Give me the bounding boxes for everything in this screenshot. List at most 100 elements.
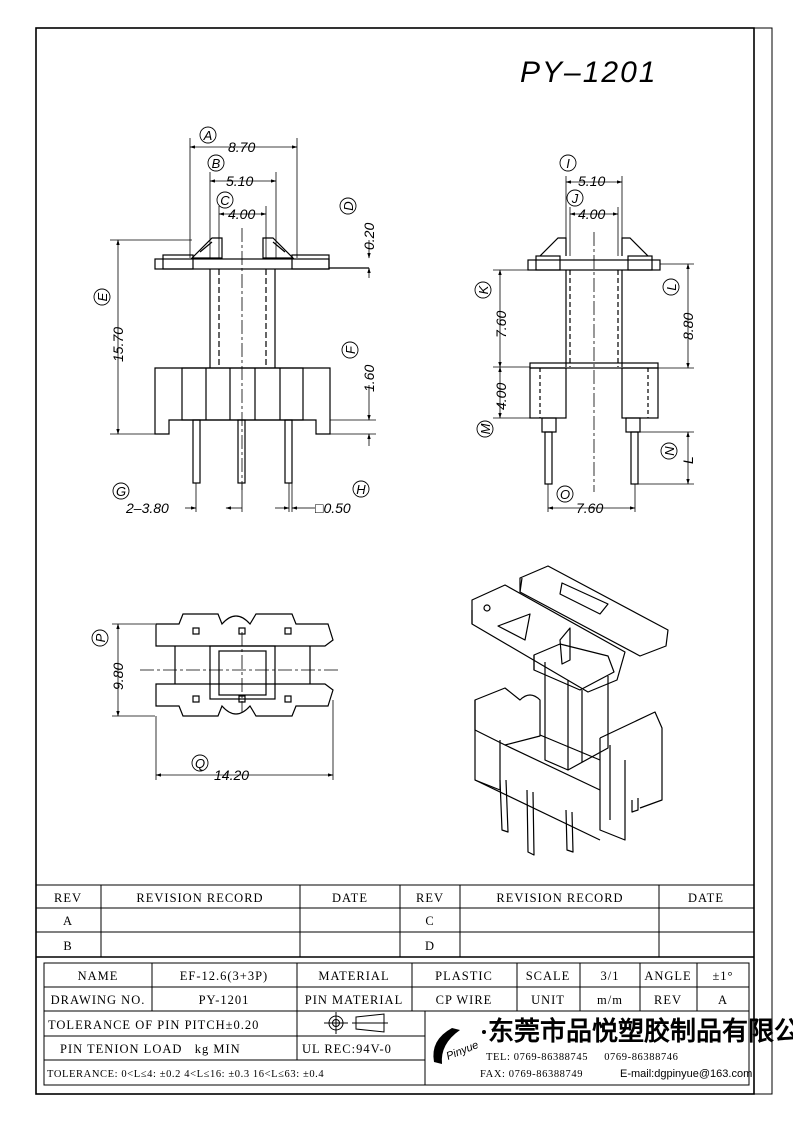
svg-text:REVISION RECORD: REVISION RECORD	[496, 891, 623, 905]
dim-I-value: 5.10	[578, 173, 605, 189]
side-view-dims	[493, 176, 694, 512]
svg-text:M: M	[478, 423, 493, 434]
company-fax: FAX: 0769-86388749	[480, 1069, 583, 1080]
dim-N-value: L	[680, 456, 696, 464]
material-value: PLASTIC	[435, 969, 493, 983]
title-block	[43, 962, 750, 1086]
pin-tension: PIN TENION LOAD kg MIN	[60, 1042, 241, 1056]
tag-K: K	[474, 281, 492, 299]
tag-E: E	[93, 288, 111, 306]
company-name: 东莞市品悦塑胶制品有限公司	[488, 1016, 793, 1047]
top-view	[140, 613, 340, 717]
dim-M-value: 4.00	[493, 383, 509, 410]
svg-text:DATE: DATE	[688, 891, 724, 905]
ul-rec: UL REC:94V-0	[302, 1042, 392, 1056]
svg-text:Pinyue: Pinyue	[445, 1039, 481, 1063]
tag-D: D	[339, 197, 357, 215]
svg-text:E: E	[95, 292, 110, 301]
pin-pitch-tolerance: TOLERANCE OF PIN PITCH±0.20	[48, 1018, 259, 1032]
company-tel: TEL: 0769-86388745 0769-86388746	[486, 1052, 679, 1063]
angle-label: ANGLE	[644, 969, 691, 983]
svg-text:DATE: DATE	[332, 891, 368, 905]
dim-D-value: 0.20	[361, 223, 377, 250]
svg-text:Q: Q	[195, 756, 205, 771]
isometric-view	[471, 565, 669, 856]
svg-text:L: L	[664, 283, 679, 290]
dim-L-value: 8.80	[680, 313, 696, 340]
svg-text:I: I	[566, 156, 570, 171]
svg-text:G: G	[116, 484, 126, 499]
dim-K-value: 7.60	[493, 311, 509, 338]
svg-text:C: C	[220, 193, 230, 208]
svg-text:H: H	[356, 482, 366, 497]
pin-material-value: CP WIRE	[436, 993, 493, 1007]
company-email: E-mail:dgpinyue@163.com	[620, 1068, 752, 1080]
drawing-no-label: DRAWING NO.	[51, 993, 146, 1007]
drawing-title: PY–1201	[520, 56, 657, 89]
svg-text:K: K	[476, 284, 491, 294]
name-label: NAME	[78, 969, 119, 983]
tag-M: M	[476, 420, 494, 438]
dim-P-value: 9.80	[110, 663, 126, 690]
rev-row-c: C	[425, 914, 434, 928]
svg-text:REVISION RECORD: REVISION RECORD	[136, 891, 263, 905]
tag-G: G	[112, 482, 130, 500]
tag-C: C	[216, 191, 234, 209]
pinyue-logo: Pinyue	[433, 1028, 486, 1064]
dim-H-value: □0.50	[315, 500, 351, 516]
tag-Q: Q	[191, 754, 209, 772]
pin-material-label: PIN MATERIAL	[305, 993, 403, 1007]
svg-text:D: D	[341, 201, 356, 210]
top-view-dims	[112, 623, 334, 780]
front-view-dims	[110, 138, 376, 512]
outer-frame-right	[35, 27, 773, 1095]
tag-H: H	[352, 480, 370, 498]
svg-text:A: A	[203, 128, 213, 143]
tag-F: F	[341, 341, 359, 359]
unit-value: m/m	[597, 993, 623, 1007]
name-value: EF-12.6(3+3P)	[180, 969, 268, 983]
dim-F-value: 1.60	[361, 365, 377, 392]
dim-A-value: 8.70	[228, 139, 255, 155]
dim-B-value: 5.10	[226, 173, 253, 189]
outer-frame	[35, 27, 755, 1095]
angle-value: ±1°	[712, 969, 733, 983]
tag-L: L	[662, 278, 680, 296]
dim-Q-value: 14.20	[214, 767, 249, 783]
material-label: MATERIAL	[318, 969, 389, 983]
dim-C-value: 4.00	[228, 206, 255, 222]
svg-text:N: N	[662, 446, 677, 456]
svg-text:F: F	[343, 345, 358, 354]
rev-row-a: A	[63, 914, 73, 928]
side-view	[527, 232, 661, 492]
rev-row-d: D	[425, 939, 435, 953]
tag-O: O	[556, 485, 574, 503]
rev-label: REV	[654, 993, 682, 1007]
tag-A: A	[199, 126, 217, 144]
svg-text:REV: REV	[54, 891, 82, 905]
rev-value: A	[718, 993, 728, 1007]
drawing-no-value: PY-1201	[199, 993, 250, 1007]
tag-N: N	[660, 442, 678, 460]
tag-J: J	[566, 189, 584, 207]
dim-J-value: 4.00	[578, 206, 605, 222]
revision-headers: REV REVISION RECORD DATE REV REVISION RE…	[54, 891, 724, 905]
tag-B: B	[207, 154, 225, 172]
front-view	[154, 228, 369, 490]
revision-table	[36, 884, 754, 958]
svg-text:REV: REV	[416, 891, 444, 905]
svg-text:O: O	[560, 487, 570, 502]
projection-symbol-icon	[324, 1012, 388, 1034]
unit-label: UNIT	[531, 993, 565, 1007]
tag-P: P	[91, 629, 109, 647]
dim-O-value: 7.60	[576, 500, 603, 516]
scale-label: SCALE	[526, 969, 571, 983]
dim-G-value: 2–3.80	[125, 500, 169, 516]
scale-value: 3/1	[601, 969, 620, 983]
svg-text:P: P	[93, 633, 108, 642]
rev-row-b: B	[63, 939, 72, 953]
svg-text:B: B	[212, 156, 221, 171]
tag-I: I	[559, 154, 577, 172]
svg-text:J: J	[571, 191, 579, 206]
